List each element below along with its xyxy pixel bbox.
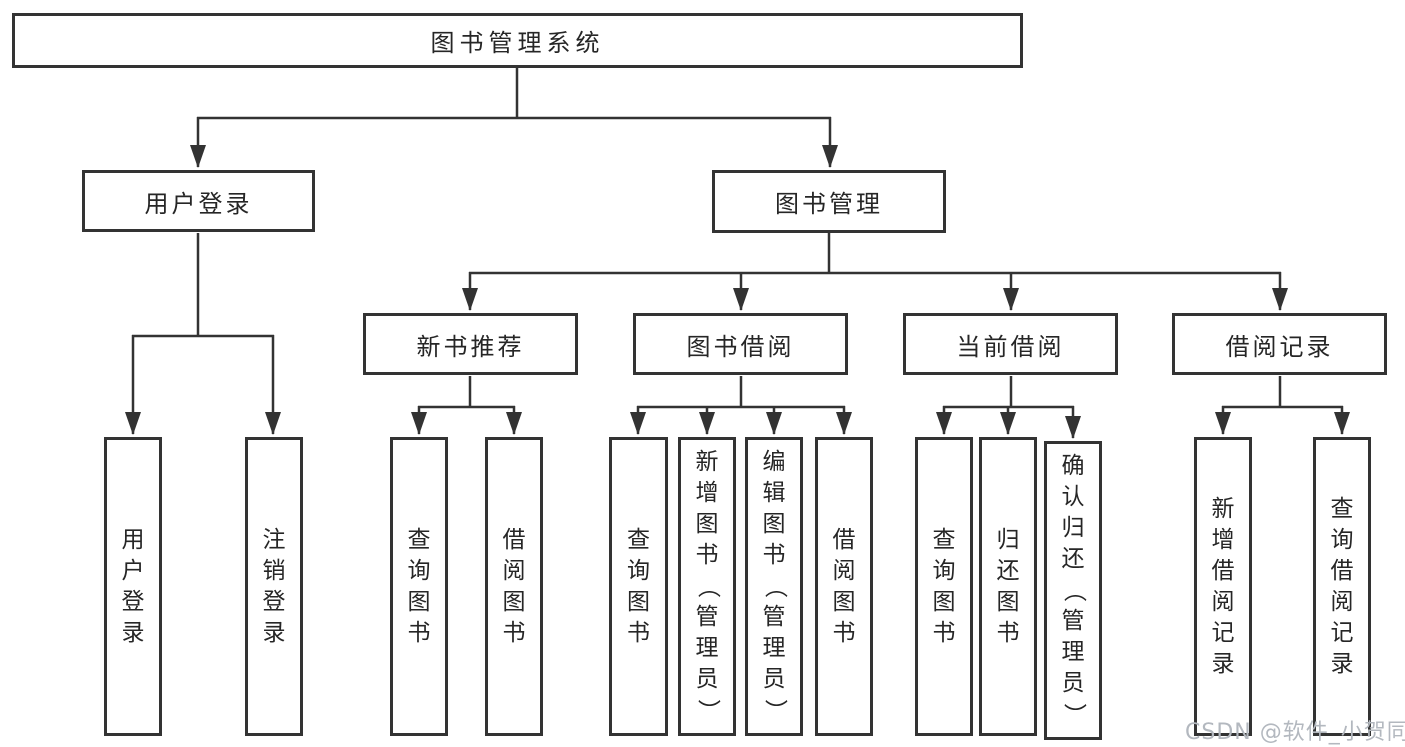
leaf-borrow-books: 借阅图书 <box>815 437 873 736</box>
node-user-login: 用户登录 <box>82 170 315 232</box>
leaf-user-login: 用户登录 <box>104 437 162 736</box>
connector-new-books-branch <box>418 376 515 409</box>
node-borrow-records: 借阅记录 <box>1172 313 1387 375</box>
node-book-borrow: 图书借阅 <box>633 313 848 375</box>
connector-book-management-branch <box>469 233 1281 275</box>
csdn-watermark: CSDN @软件_小贺同学 <box>1185 720 1405 745</box>
leaf-return-books: 归还图书 <box>979 437 1037 736</box>
leaf-query-books-current: 查询图书 <box>915 437 973 736</box>
connector-root-branch <box>197 68 831 120</box>
connector-user-login-branch <box>132 233 274 338</box>
leaf-confirm-return-admin: 确认归还（管理员） <box>1044 441 1102 740</box>
leaf-add-books-admin: 新增图书（管理员） <box>678 437 736 736</box>
leaf-logout: 注销登录 <box>245 437 303 736</box>
node-new-book-recommend: 新书推荐 <box>363 313 578 375</box>
leaf-edit-books-admin: 编辑图书（管理员） <box>745 437 803 736</box>
node-book-management: 图书管理 <box>712 170 946 233</box>
connector-borrowing-branch <box>637 376 845 409</box>
leaf-query-books-recommend: 查询图书 <box>390 437 448 736</box>
leaf-query-borrow-record: 查询借阅记录 <box>1313 437 1371 736</box>
connector-current-branch <box>943 376 1074 409</box>
node-current-borrow: 当前借阅 <box>903 313 1118 375</box>
connector-records-branch <box>1222 376 1343 409</box>
leaf-borrow-books-recommend: 借阅图书 <box>485 437 543 736</box>
leaf-add-borrow-record: 新增借阅记录 <box>1194 437 1252 736</box>
node-library-system: 图书管理系统 <box>12 13 1023 68</box>
leaf-query-books-borrow: 查询图书 <box>609 437 668 736</box>
